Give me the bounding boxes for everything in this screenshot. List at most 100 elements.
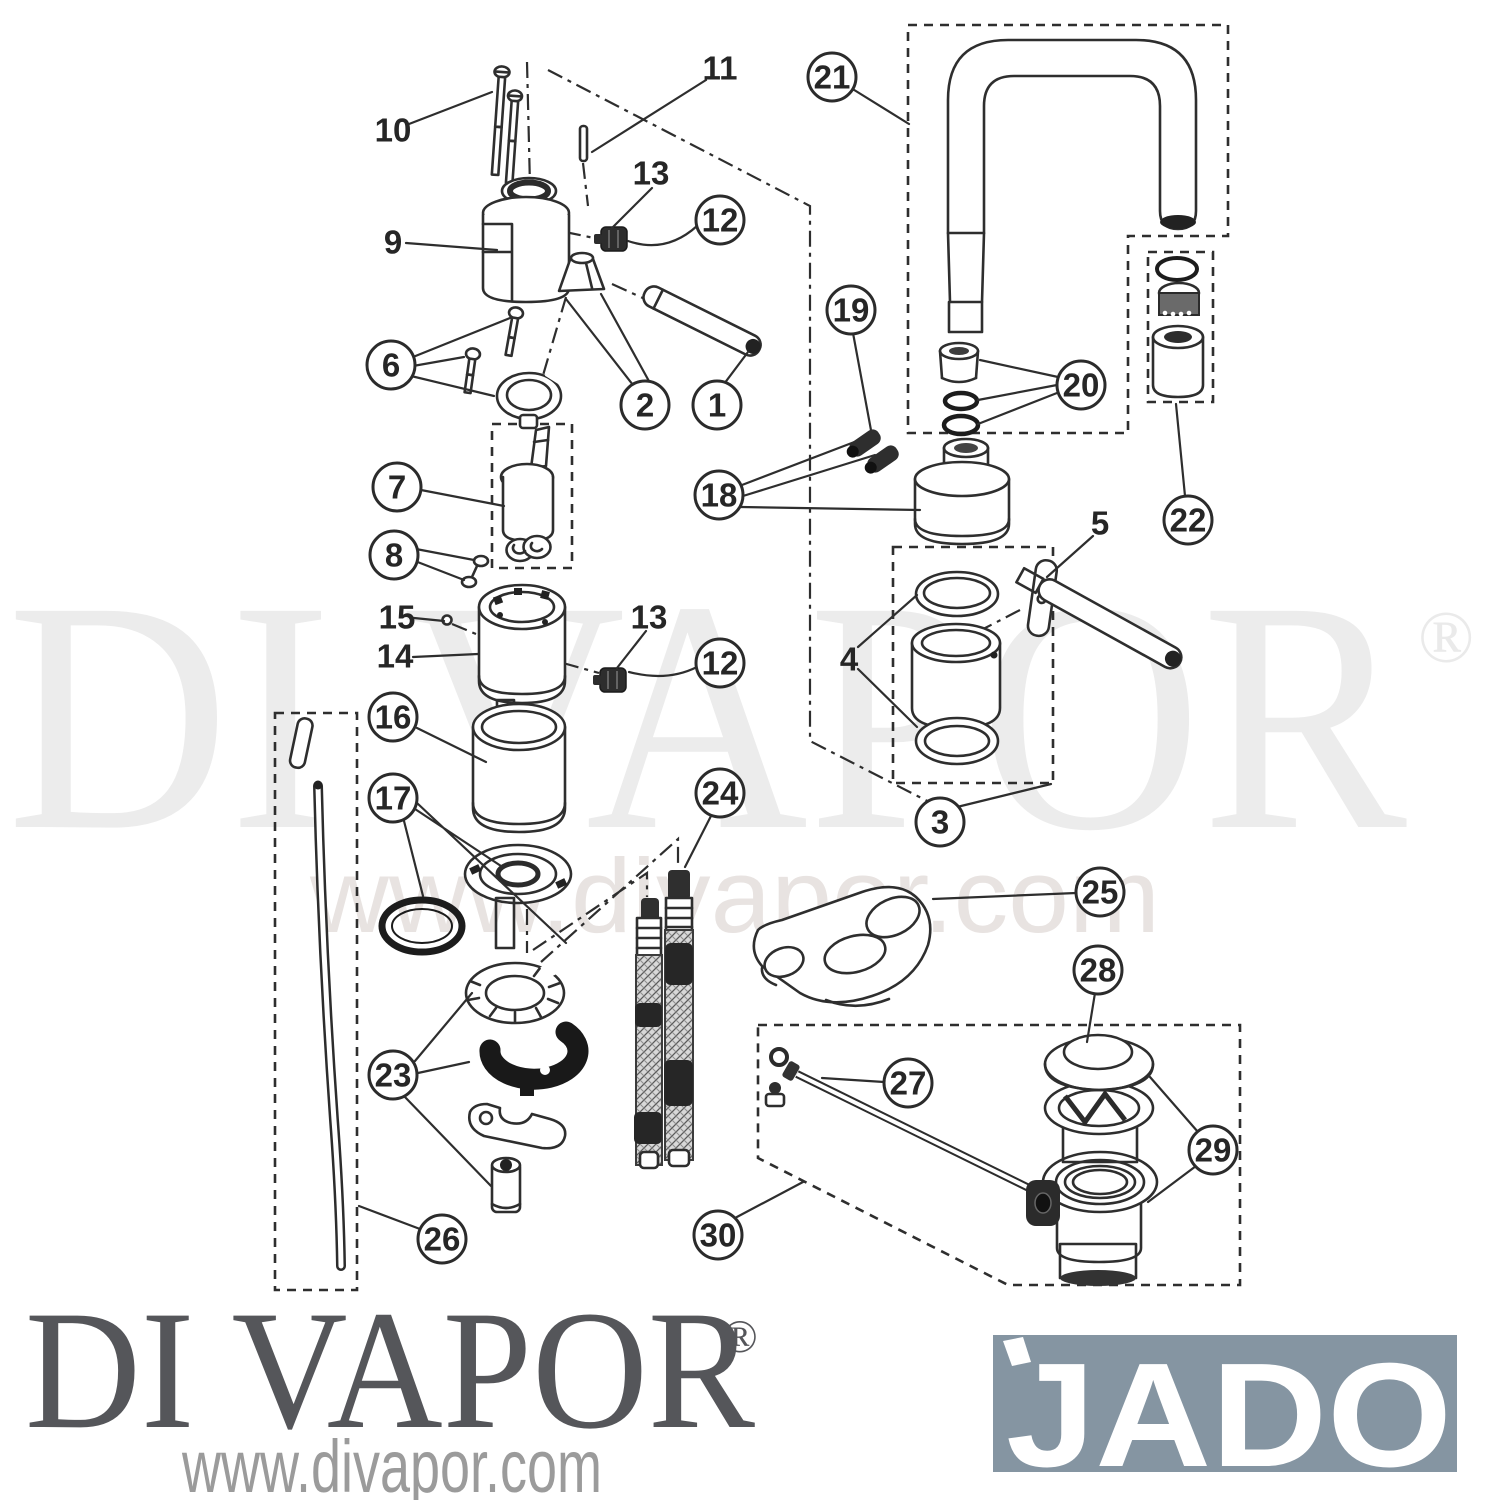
callout-30: 30 (692, 1209, 744, 1261)
svg-text:3: 3 (931, 804, 949, 841)
svg-text:24: 24 (702, 775, 739, 812)
watermark-url-text: www.divapor.com (309, 838, 1160, 955)
footer-brand-text: DI VAPOR (25, 1276, 756, 1464)
callout-13: 13 (633, 155, 670, 192)
callout-20: 20 (1055, 359, 1107, 411)
callout-18: 18 (693, 469, 745, 521)
svg-text:26: 26 (424, 1221, 461, 1258)
callout-1: 1 (691, 379, 743, 431)
jado-logo-background (993, 1335, 1457, 1472)
svg-text:2: 2 (636, 387, 654, 424)
waste-assembly-box (756, 1023, 1242, 1287)
leader-lines (357, 78, 1200, 1231)
callout-6: 6 (365, 339, 417, 391)
fixing-set-drawing (464, 959, 589, 1214)
callout-10: 10 (375, 112, 412, 149)
callout-23: 23 (367, 1049, 419, 1101)
popup-rod-box (273, 711, 359, 1292)
fork-bracket-drawing (468, 1102, 567, 1150)
svg-text:7: 7 (388, 469, 406, 506)
jado-logo-text: JADO (1006, 1333, 1452, 1498)
watermark-layer: DI VAPOR ® www.divapor.com (7, 534, 1474, 955)
svg-text:10: 10 (375, 112, 412, 149)
check-valves-drawing (846, 429, 899, 474)
svg-text:12: 12 (702, 645, 739, 682)
lever-rod-drawing (1015, 566, 1183, 670)
fixing-screws-drawing (490, 65, 524, 185)
trim-sleeve-drawing (471, 702, 567, 834)
body-seals-box (891, 545, 1055, 785)
svg-text:13: 13 (633, 155, 670, 192)
callout-15: 15 (379, 599, 416, 636)
pivot-rod-drawing (764, 1047, 1035, 1194)
svg-text:13: 13 (631, 599, 668, 636)
svg-text:20: 20 (1063, 367, 1100, 404)
svg-text:5: 5 (1091, 505, 1109, 542)
svg-text:21: 21 (814, 59, 851, 96)
svg-text:22: 22 (1170, 502, 1207, 539)
handle-lever-drawing (642, 285, 762, 357)
watermark-brand-text: DI VAPOR (7, 534, 1408, 899)
callout-19: 19 (825, 284, 877, 336)
mixer-body-drawing (913, 437, 1011, 546)
construction-lines (451, 61, 1021, 963)
flange-oring-drawing (378, 896, 466, 956)
svg-text:25: 25 (1082, 874, 1119, 911)
popup-rod-drawing (288, 717, 346, 1271)
callout-27: 27 (882, 1057, 934, 1109)
callout-28: 28 (1072, 944, 1124, 996)
svg-text:11: 11 (703, 50, 738, 87)
valve-housing-drawing (477, 583, 567, 730)
callout-4: 4 (840, 641, 859, 678)
svg-text:29: 29 (1195, 1132, 1232, 1169)
callout-7: 7 (371, 461, 423, 513)
callout-14: 14 (377, 638, 414, 675)
grub-nut-upper-drawing (594, 226, 628, 252)
svg-text:1: 1 (708, 387, 726, 424)
callout-26: 26 (416, 1213, 468, 1265)
jado-logo: JADO (993, 1333, 1457, 1498)
clamp-screws-drawing (463, 306, 570, 430)
svg-text:28: 28 (1080, 952, 1117, 989)
seal-rings-drawing (460, 554, 490, 589)
spacer-nut-drawing (490, 1156, 522, 1214)
callout-11: 11 (703, 50, 738, 87)
callout-9: 9 (384, 224, 402, 261)
svg-text:23: 23 (375, 1057, 412, 1094)
callout-3: 3 (914, 796, 966, 848)
callout-25: 25 (1074, 866, 1126, 918)
handle-body-drawing (481, 176, 571, 304)
svg-text:15: 15 (379, 599, 416, 636)
popup-waste-drawing (1026, 1033, 1159, 1286)
callout-22: 22 (1162, 494, 1214, 546)
footer-registered-mark: ® (722, 1311, 758, 1363)
spout-seals-drawing (938, 341, 981, 437)
spout-drawing (946, 38, 1198, 334)
callout-5: 5 (1091, 505, 1109, 542)
pin-drawing (578, 124, 589, 163)
svg-text:4: 4 (840, 641, 859, 678)
callout-17: 17 (367, 772, 419, 824)
cartridge-drawing (499, 425, 555, 563)
svg-text:17: 17 (375, 780, 412, 817)
svg-text:18: 18 (701, 477, 738, 514)
jado-accent-tick (1003, 1337, 1031, 1366)
svg-text:27: 27 (890, 1065, 927, 1102)
spout-box (906, 23, 1230, 435)
callouts: 1234567891011121312131415161718192021222… (365, 50, 1239, 1265)
flexible-hoses-drawing (634, 870, 694, 1170)
aerator-box (1146, 250, 1215, 404)
svg-text:14: 14 (377, 638, 414, 675)
callout-13: 13 (631, 599, 668, 636)
callout-16: 16 (367, 691, 419, 743)
svg-text:6: 6 (382, 347, 400, 384)
svg-text:30: 30 (700, 1217, 737, 1254)
svg-text:12: 12 (702, 202, 739, 239)
svg-text:16: 16 (375, 699, 412, 736)
body-seals-drawing (910, 570, 1002, 766)
callout-29: 29 (1187, 1124, 1239, 1176)
callout-12: 12 (694, 194, 746, 246)
callout-2: 2 (619, 379, 671, 431)
